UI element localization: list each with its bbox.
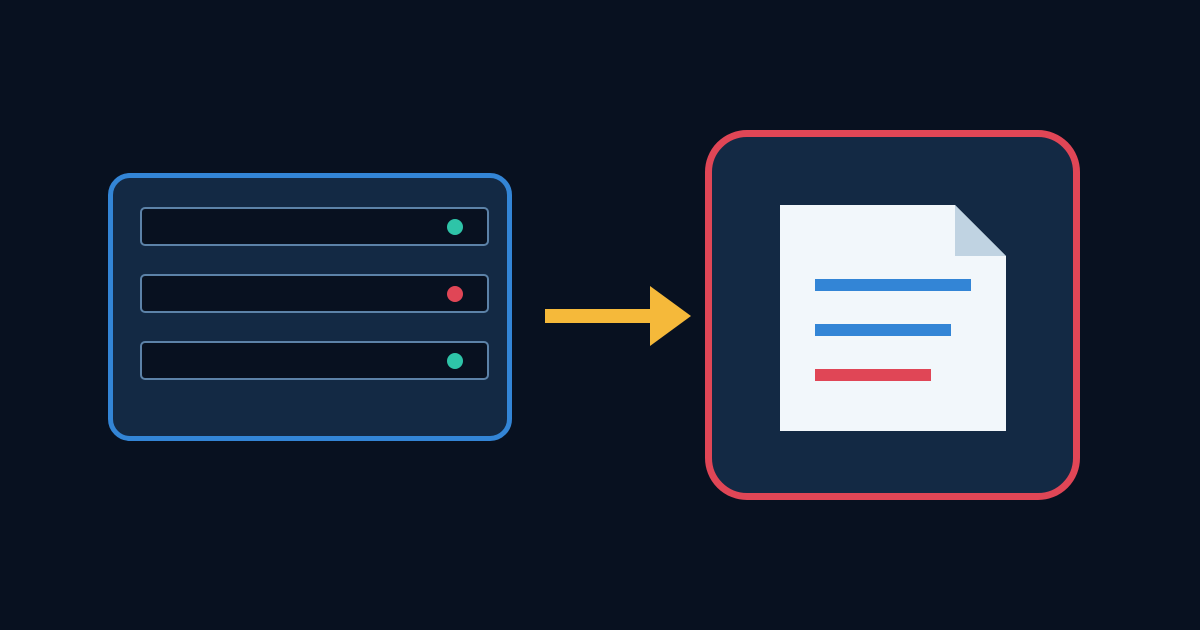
status-indicator-icon bbox=[447, 353, 463, 369]
arrow-shaft bbox=[545, 309, 653, 323]
status-indicator-icon bbox=[447, 219, 463, 235]
document-fold-corner bbox=[955, 205, 1006, 256]
document-icon bbox=[780, 205, 1006, 431]
server-slot bbox=[140, 341, 489, 380]
document-text-line bbox=[815, 324, 951, 336]
arrow-head bbox=[650, 286, 691, 346]
document-text-line bbox=[815, 279, 971, 291]
document-text-line bbox=[815, 369, 931, 381]
server-rack-panel bbox=[108, 173, 512, 441]
server-slot bbox=[140, 207, 489, 246]
server-slot bbox=[140, 274, 489, 313]
report-panel bbox=[705, 130, 1080, 500]
status-indicator-icon bbox=[447, 286, 463, 302]
arrow-right-icon bbox=[545, 286, 691, 346]
